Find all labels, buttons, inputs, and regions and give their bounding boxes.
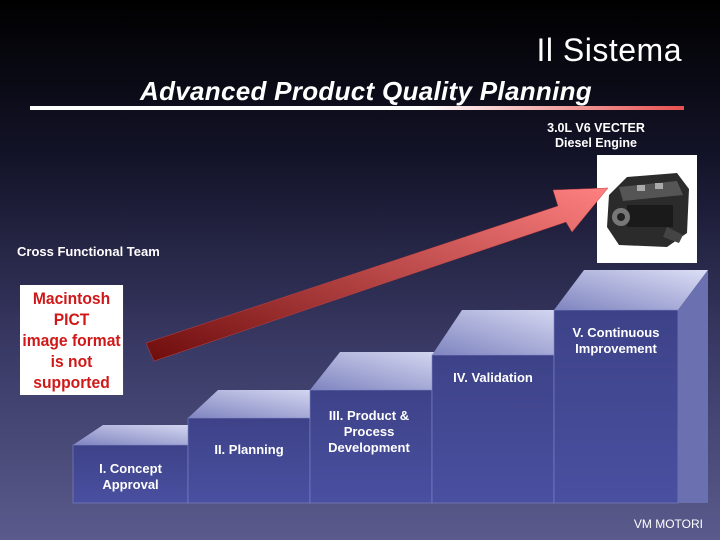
engine-icon	[597, 155, 697, 263]
step-3-label: III. Product & Process Development	[310, 408, 428, 456]
title-underline	[30, 106, 684, 110]
step-2-title: II. Planning	[214, 442, 284, 457]
cross-functional-team-label: Cross Functional Team	[17, 244, 160, 259]
engine-label: 3.0L V6 VECTER Diesel Engine	[536, 121, 656, 151]
step-5-label: V. Continuous Improvement	[554, 325, 678, 357]
step-2-block	[187, 390, 340, 504]
placeholder-line3: is not supported	[33, 351, 110, 392]
unsupported-image-placeholder: Macintosh PICT image format is not suppo…	[20, 285, 124, 395]
step-1-title: I. Concept	[99, 461, 162, 476]
step-3-line3: Development	[328, 440, 410, 455]
slide-subtitle: Advanced Product Quality Planning	[140, 76, 592, 106]
engine-photo	[597, 155, 697, 263]
slide-title: Il Sistema	[536, 32, 682, 68]
growth-arrow	[145, 187, 609, 362]
step-1-subtitle: Approval	[102, 477, 159, 492]
step-1-label: I. Concept Approval	[73, 461, 188, 493]
step-4-label: IV. Validation	[432, 370, 554, 386]
step-5-block	[553, 270, 708, 504]
step-5-title: V. Continuous	[572, 325, 660, 340]
step-4-title: IV. Validation	[453, 370, 533, 385]
step-2-label: II. Planning	[188, 442, 310, 458]
step-1-block	[72, 425, 218, 504]
step-5-subtitle: Improvement	[575, 341, 657, 356]
engine-label-line2: Diesel Engine	[555, 136, 637, 150]
step-4-block	[431, 310, 584, 504]
step-3-line2: Process	[343, 424, 395, 439]
footer-brand: VM MOTORI	[633, 517, 703, 531]
placeholder-line1: Macintosh PICT	[32, 288, 111, 329]
engine-label-line1: 3.0L V6 VECTER	[547, 121, 645, 135]
placeholder-line2: image format	[22, 330, 121, 350]
step-3-block	[309, 352, 462, 504]
step-3-title: III. Product &	[328, 408, 410, 423]
